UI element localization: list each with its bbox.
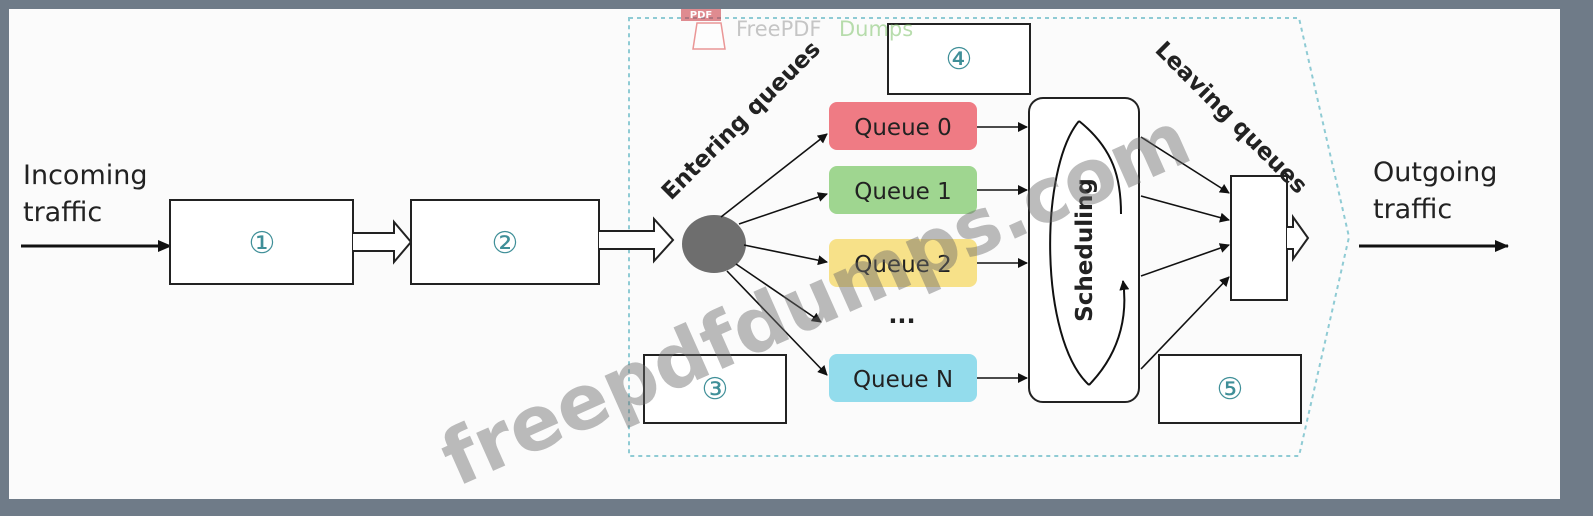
scheduling-label: Scheduling	[1072, 178, 1098, 322]
fanout-arrow-q0	[720, 133, 828, 218]
watermark-brand-b: Dumps	[839, 17, 913, 41]
watermark-brand-a: FreePDF	[736, 17, 821, 41]
box-3-marker: ③	[702, 372, 729, 407]
output-hollow-arrow	[1287, 213, 1310, 263]
scheduling-cycle-arrow-right	[1088, 280, 1130, 386]
scheduling-cycle-arrow-top	[1078, 120, 1122, 215]
queue-1: Queue 1	[829, 166, 977, 214]
watermark-logo: PDF FreePDF Dumps	[681, 9, 913, 50]
box-1-marker: ①	[249, 226, 276, 261]
pdf-file-icon	[692, 22, 726, 50]
queue-0: Queue 0	[829, 102, 977, 150]
sched-out-2	[1140, 195, 1230, 223]
scheduling-cycle-arrow-left	[1049, 120, 1090, 386]
queue-0-label: Queue 0	[854, 115, 952, 141]
queue-ellipsis: ...	[888, 301, 915, 329]
pdf-badge	[681, 9, 721, 21]
fanout-arrow-q2	[743, 244, 828, 266]
diagram-canvas: Incoming traffic ① ② Entering queues ③ Q…	[9, 9, 1560, 499]
fanout-arrow-more	[735, 263, 822, 323]
sched-out-4	[1140, 276, 1230, 370]
incoming-traffic-label: Incoming traffic	[23, 160, 156, 228]
box-4-marker: ④	[946, 42, 973, 77]
queue-n: Queue N	[829, 354, 977, 402]
queue-scheduling-diagram: Incoming traffic ① ② Entering queues ③ Q…	[21, 9, 1509, 499]
box-5-marker: ⑤	[1217, 372, 1244, 407]
entering-queues-label: Entering queues	[657, 36, 826, 205]
box-2	[410, 199, 600, 285]
hollow-arrow-2-dispatch	[599, 216, 675, 264]
box-4	[887, 23, 1031, 95]
queue-1-label: Queue 1	[854, 179, 952, 205]
output-buffer	[1230, 175, 1288, 301]
box-5	[1158, 354, 1302, 424]
fanout-arrow-q1	[738, 192, 828, 225]
box-2-marker: ②	[492, 226, 519, 261]
queue-2: Queue 2	[829, 239, 977, 287]
queue-2-label: Queue 2	[854, 252, 952, 278]
hollow-arrow-1-2	[353, 219, 413, 265]
fanout-arrow-qn	[726, 270, 828, 376]
box-3	[643, 354, 787, 424]
svg-text:PDF: PDF	[690, 10, 712, 21]
outgoing-traffic-label: Outgoing traffic	[1373, 157, 1506, 225]
sched-out-3	[1140, 243, 1230, 277]
classifier-node	[682, 215, 746, 273]
sched-out-1	[1140, 136, 1230, 194]
queue-n-label: Queue N	[853, 367, 953, 393]
